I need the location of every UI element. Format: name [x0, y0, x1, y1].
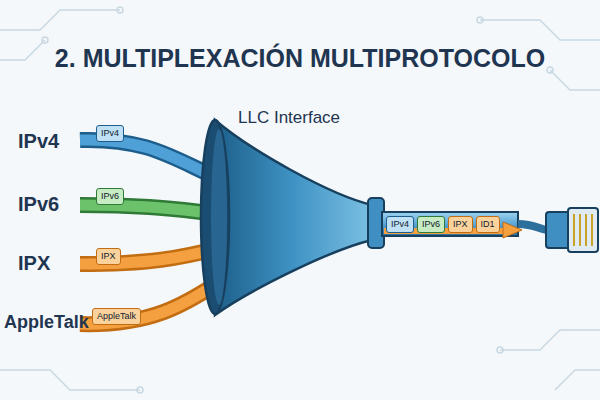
rj45-connector: [546, 212, 570, 248]
output-pipe: [382, 212, 518, 236]
protocol-tag: IPv6: [96, 188, 124, 205]
protocol-label: IPv6: [18, 193, 59, 216]
tag-text: AppleTalk: [97, 311, 136, 321]
llc-funnel: [215, 120, 372, 315]
protocol-tag: AppleTalk: [92, 308, 141, 325]
title: 2. MULTIPLEXACIÓN MULTIPROTOCOLO: [0, 44, 600, 73]
protocol-tag: IPX: [96, 248, 121, 265]
tag-text: IPv6: [422, 219, 440, 229]
cable: [518, 224, 548, 230]
tag-text: IPX: [101, 251, 116, 261]
tag-text: IPX: [453, 219, 468, 229]
tag-text: IPv4: [391, 219, 409, 229]
protocol-tag: IPX: [448, 216, 473, 233]
tag-text: IPv4: [101, 128, 119, 138]
tag-text: IPv6: [101, 191, 119, 201]
protocol-label: IPv4: [18, 130, 59, 153]
protocol-tag: IPv6: [417, 216, 445, 233]
interface-label: LLC Interface: [238, 108, 340, 128]
protocol-label: AppleTalk: [4, 312, 89, 333]
funnel-mouth: [201, 120, 229, 314]
protocol-tag: IPv4: [386, 216, 414, 233]
protocol-tag: ID1: [476, 216, 500, 233]
tag-text: ID1: [481, 219, 495, 229]
protocol-label: IPX: [18, 252, 50, 275]
protocol-tag: IPv4: [96, 125, 124, 142]
circuit-decoration: [0, 7, 600, 393]
